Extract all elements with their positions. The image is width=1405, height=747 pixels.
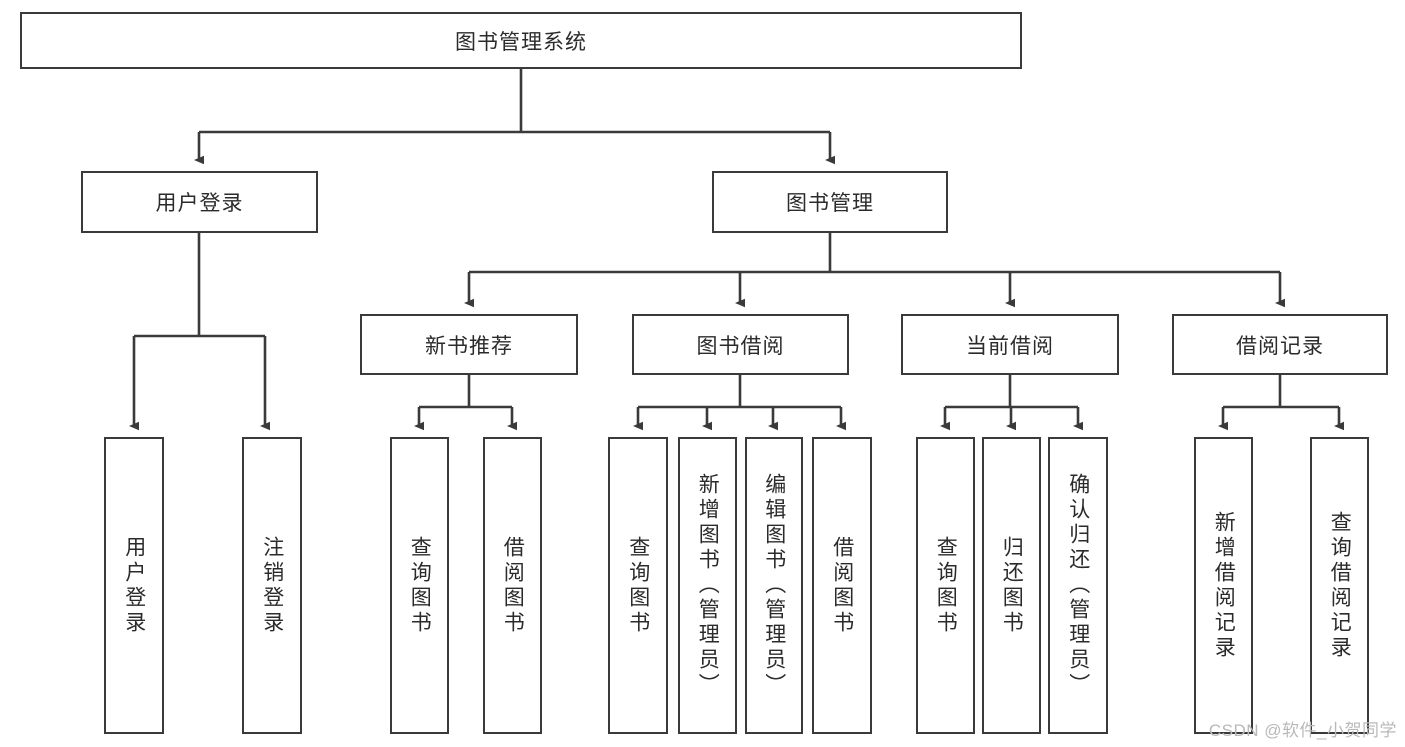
- node-book-borrow[interactable]: 图书借阅: [632, 314, 849, 375]
- leaf-label: 查询借阅记录: [1328, 510, 1352, 661]
- leaf-borrow-record-add[interactable]: 新增借阅记录: [1194, 437, 1253, 734]
- watermark: CSDN @软件_小贺同学: [1208, 721, 1397, 740]
- leaf-new-book-query[interactable]: 查询图书: [390, 437, 449, 734]
- node-user-login[interactable]: 用户登录: [81, 171, 318, 233]
- leaf-book-borrow-query[interactable]: 查询图书: [608, 437, 668, 734]
- node-book-management[interactable]: 图书管理: [712, 171, 948, 233]
- node-root[interactable]: 图书管理系统: [20, 12, 1022, 69]
- node-book-management-label: 图书管理: [786, 192, 874, 215]
- leaf-label: 新增借阅记录: [1212, 510, 1236, 661]
- node-new-book-recommend-label: 新书推荐: [425, 334, 513, 358]
- leaf-current-borrow-query[interactable]: 查询图书: [916, 437, 975, 734]
- leaf-label: 查询图书: [626, 535, 650, 636]
- leaf-user-login-login[interactable]: 用户登录: [104, 437, 164, 734]
- node-book-borrow-label: 图书借阅: [696, 334, 785, 358]
- leaf-label: 借阅图书: [501, 535, 525, 636]
- leaf-label: 用户登录: [122, 535, 146, 636]
- leaf-book-borrow-add[interactable]: 新增图书（管理员）: [678, 437, 737, 734]
- node-borrow-record[interactable]: 借阅记录: [1172, 314, 1388, 375]
- leaf-user-login-logout[interactable]: 注销登录: [242, 437, 302, 734]
- node-new-book-recommend[interactable]: 新书推荐: [360, 314, 578, 375]
- leaf-current-borrow-return[interactable]: 归还图书: [982, 437, 1041, 734]
- leaf-label: 注销登录: [260, 535, 284, 636]
- leaf-label: 新增图书（管理员）: [696, 473, 720, 698]
- node-borrow-record-label: 借阅记录: [1236, 334, 1324, 358]
- node-current-borrow[interactable]: 当前借阅: [901, 314, 1119, 375]
- leaf-label: 归还图书: [1000, 535, 1024, 636]
- node-root-label: 图书管理系统: [455, 30, 587, 54]
- leaf-borrow-record-query[interactable]: 查询借阅记录: [1310, 437, 1369, 734]
- leaf-label: 查询图书: [408, 535, 432, 636]
- leaf-label: 借阅图书: [830, 535, 854, 636]
- leaf-current-borrow-confirm-return[interactable]: 确认归还（管理员）: [1048, 437, 1108, 734]
- leaf-book-borrow-borrow[interactable]: 借阅图书: [812, 437, 872, 734]
- node-user-login-label: 用户登录: [155, 192, 244, 215]
- leaf-label: 编辑图书（管理员）: [762, 473, 786, 698]
- leaf-book-borrow-edit[interactable]: 编辑图书（管理员）: [745, 437, 803, 734]
- leaf-label: 查询图书: [934, 535, 958, 636]
- leaf-label: 确认归还（管理员）: [1066, 473, 1090, 698]
- leaf-new-book-borrow[interactable]: 借阅图书: [483, 437, 542, 734]
- node-current-borrow-label: 当前借阅: [966, 334, 1054, 358]
